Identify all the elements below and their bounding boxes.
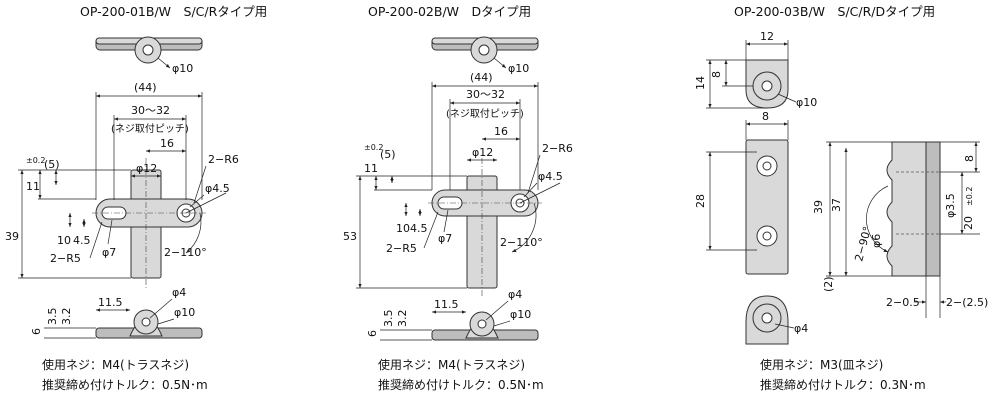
dim-h10: 10 [396, 222, 410, 235]
dim-s32: 3.2 [60, 308, 73, 326]
dim-h45: 4.5 [73, 234, 91, 247]
dim-s10: φ10 [174, 306, 195, 319]
dim-h53: 53 [343, 230, 357, 243]
dim-h39: 39 [5, 230, 19, 243]
dim-w8: 8 [762, 110, 769, 123]
dim-width: φ12 [136, 162, 157, 175]
dim-h2: (2) [822, 276, 835, 292]
panel-op-200-03: OP-200-03B/W S/C/R/Dタイプ用 12 14 8 φ10 [694, 4, 988, 392]
top-view: φ10 [95, 36, 203, 75]
front-view: 8 28 [694, 110, 789, 275]
dim-d6: φ6 [870, 234, 883, 248]
dim-angle: 2−110° [500, 236, 543, 249]
panel-op-200-02: OP-200-02B/W Dタイプ用 φ10 (44) 30～32 [343, 4, 573, 392]
dim-s10: φ10 [510, 308, 531, 321]
dim-h45: 4.5 [410, 222, 428, 235]
dim-bot-dia: φ4 [794, 322, 808, 335]
dim-r5: 2−R5 [50, 252, 81, 265]
dim-w05: 2−0.5 [886, 296, 920, 309]
panel-title: OP-200-02B/W Dタイプ用 [368, 4, 531, 19]
panel-title: OP-200-01B/W S/C/Rタイプ用 [80, 4, 267, 19]
dim-h20: 20 [962, 216, 975, 230]
dim-top-dia: φ10 [508, 62, 529, 75]
screw-note: 使用ネジ：M4(トラスネジ) [42, 357, 189, 372]
dim-d7: φ7 [438, 232, 452, 245]
dim-s4: φ4 [508, 288, 522, 301]
dim-s35: 3.5 [46, 308, 59, 326]
front-view: (44) 30～32 (ネジ取付ピッチ) 16 φ12 2−R6 φ4.5 53… [343, 71, 573, 296]
dim-h14: 14 [694, 76, 707, 90]
dim-s35: 3.5 [382, 310, 395, 328]
side-view: 11.5 φ4 φ10 3.5 3.2 6 [30, 286, 203, 339]
dim-r5: 2−R5 [386, 242, 417, 255]
dim-s4: φ4 [172, 286, 186, 299]
side-view: 11.5 φ4 φ10 3.5 3.2 6 [366, 288, 539, 341]
dim-s115: 11.5 [434, 298, 459, 311]
dim-tol: ±0.2 [965, 187, 974, 206]
screw-note: 使用ネジ：M4(トラスネジ) [378, 357, 525, 372]
dim-hole: φ4.5 [538, 170, 563, 183]
dim-d35: φ3.5 [944, 193, 957, 218]
dim-overall: (44) [470, 71, 493, 84]
dim-h10: 10 [57, 234, 71, 247]
dim-tol: ±0.2 [364, 143, 383, 152]
dim-hole: φ4.5 [205, 182, 230, 195]
dim-h39: 39 [812, 200, 825, 214]
panel-title: OP-200-03B/W S/C/R/Dタイプ用 [734, 4, 935, 19]
dim-h8b: 8 [963, 155, 976, 162]
dim-w12: 12 [760, 30, 774, 43]
screw-note: 使用ネジ：M3(皿ネジ) [760, 357, 883, 372]
dim-w25: 2−(2.5) [946, 296, 988, 309]
dim-h28: 28 [694, 194, 707, 208]
dim-s6: 6 [30, 328, 43, 335]
side-view: 39 37 (2) 8 20 ±0.2 φ3.5 2−90° φ6 2−0.5 … [812, 141, 988, 318]
dim-h11: 11 [26, 180, 40, 193]
dim-half: 16 [160, 137, 174, 150]
dim-pitch-note: (ネジ取付ピッチ) [111, 122, 189, 135]
top-view: 12 14 8 φ10 [694, 30, 817, 109]
dim-s115: 11.5 [98, 296, 123, 309]
torque-note: 推奨締め付けトルク：0.3N･m [760, 377, 926, 392]
dim-angle: 2−110° [164, 246, 207, 259]
dim-h5: (5) [44, 158, 60, 171]
dim-overall: (44) [134, 81, 157, 94]
dim-pitch-note: (ネジ取付ピッチ) [446, 107, 524, 120]
panel-op-200-01: OP-200-01B/W S/C/Rタイプ用 φ10 (44) [5, 4, 267, 392]
top-view: φ10 [431, 36, 539, 75]
front-view: (44) 30～32 (ネジ取付ピッチ) 16 φ12 2−R6 φ4.5 39… [5, 81, 239, 288]
dim-s6: 6 [366, 330, 379, 337]
dim-h5: (5) [380, 148, 396, 161]
torque-note: 推奨締め付けトルク：0.5N･m [42, 377, 208, 392]
dim-pitch: 30～32 [466, 88, 505, 101]
dim-d7: φ7 [102, 246, 116, 259]
dim-half: 16 [494, 125, 508, 138]
dim-width: φ12 [472, 146, 493, 159]
dim-r-hinge: 2−R6 [542, 142, 573, 155]
dim-tol: ±0.2 [26, 156, 45, 165]
dim-h8a: 8 [710, 71, 723, 78]
dim-top-dia: φ10 [172, 62, 193, 75]
torque-note: 推奨締め付けトルク：0.5N･m [378, 377, 544, 392]
dim-h11: 11 [364, 162, 378, 175]
dim-r-hinge: 2−R6 [208, 153, 239, 166]
dim-s32: 3.2 [396, 310, 409, 328]
bottom-view: φ4 [745, 295, 808, 345]
dim-top-dia: φ10 [796, 96, 817, 109]
dim-h37: 37 [830, 198, 843, 212]
dim-pitch: 30～32 [131, 104, 170, 117]
